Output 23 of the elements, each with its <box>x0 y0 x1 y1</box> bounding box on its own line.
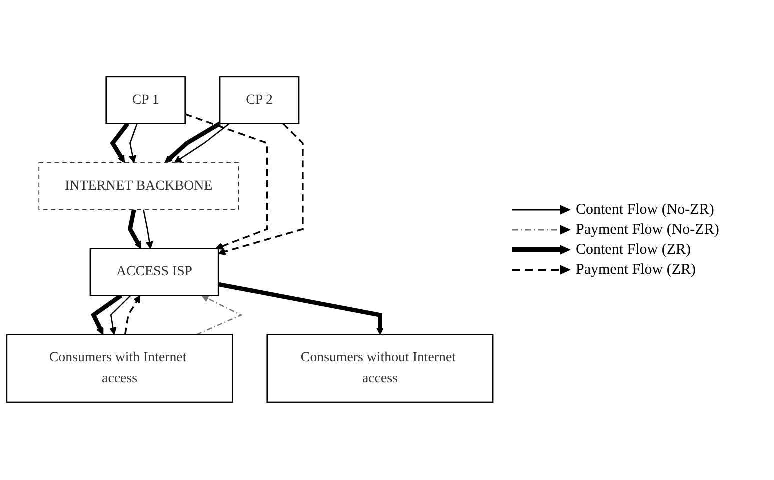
arrow <box>129 124 138 164</box>
arrow <box>124 296 141 336</box>
node-box: CP 2 <box>219 76 300 125</box>
arrow <box>218 282 384 336</box>
arrow <box>128 210 142 250</box>
node-box: INTERNET BACKBONE <box>38 162 240 210</box>
arrow <box>110 122 130 164</box>
arrow <box>143 210 154 250</box>
arrow <box>196 296 243 336</box>
node-box: CP 1 <box>106 76 186 125</box>
legend-text: Payment Flow (ZR) <box>576 262 696 278</box>
legend-text: Content Flow (ZR) <box>576 242 691 258</box>
arrow <box>164 122 222 164</box>
arrow <box>185 114 268 250</box>
arrow <box>91 294 123 336</box>
node-box: Consumers with Internet access <box>6 334 234 404</box>
legend-text: Content Flow (No-ZR) <box>576 202 714 218</box>
node-box: ACCESS ISP <box>90 248 220 297</box>
legend-text: Payment Flow (No-ZR) <box>576 222 720 238</box>
arrow <box>218 124 304 256</box>
arrow <box>174 124 230 164</box>
node-box: Consumers without Internet access <box>266 334 494 404</box>
arrow <box>109 296 132 336</box>
